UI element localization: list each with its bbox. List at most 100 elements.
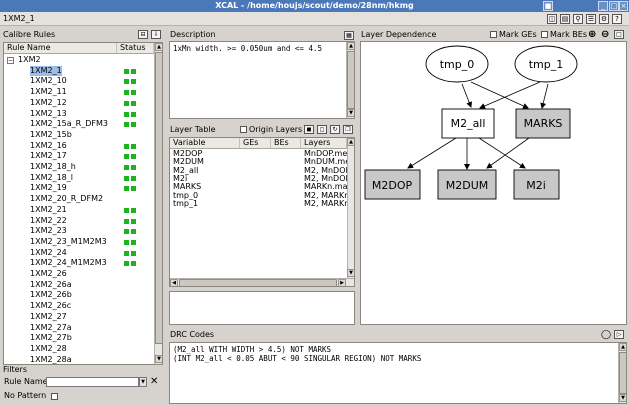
rule-row[interactable]: 1XM2_20_R_DFM2: [4, 194, 153, 205]
scroll-right-icon[interactable]: ▶: [338, 279, 346, 286]
document-icon[interactable]: ☰: [586, 14, 596, 24]
node-m2all[interactable]: [441, 108, 495, 139]
minimize-icon[interactable]: _: [598, 1, 608, 11]
rule-row[interactable]: 1XM2_24: [4, 248, 153, 259]
maximize-icon[interactable]: □: [609, 1, 619, 11]
col-rule-name[interactable]: Rule Name: [4, 43, 117, 54]
report-icon[interactable]: ▤: [560, 14, 570, 24]
rule-row[interactable]: 1XM2_17: [4, 151, 153, 162]
collapse-all-icon[interactable]: ◻: [317, 125, 327, 134]
refresh-icon[interactable]: ↻: [330, 125, 340, 134]
gear-icon[interactable]: ⚙: [599, 14, 609, 24]
lt-col-ges[interactable]: GEs: [240, 138, 271, 149]
rule-row[interactable]: 1XM2_18_l: [4, 173, 153, 184]
layer-table-hscroll-thumb[interactable]: [179, 279, 337, 286]
description-scroll-thumb[interactable]: [347, 51, 354, 109]
rule-row[interactable]: 1XM2_24_M1M2M3: [4, 258, 153, 269]
mark-ges-checkbox[interactable]: [490, 31, 497, 38]
close-icon[interactable]: ×: [619, 1, 628, 11]
scroll-down-icon[interactable]: ▼: [619, 394, 626, 402]
rule-row[interactable]: 1XM2_15b: [4, 130, 153, 141]
zoom-in-icon[interactable]: ⊕: [588, 29, 597, 40]
rule-row[interactable]: 1XM2_23: [4, 226, 153, 237]
rule-row[interactable]: 1XM2_11: [4, 87, 153, 98]
rule-row[interactable]: 1XM2_1: [4, 65, 153, 77]
expand-all-icon[interactable]: ◼: [304, 125, 314, 134]
tree-group-1xm2[interactable]: − 1XM2: [4, 55, 153, 66]
lt-col-bes[interactable]: BEs: [271, 138, 301, 149]
origin-layers-toggle[interactable]: Origin Layers: [240, 125, 302, 135]
rule-row[interactable]: 1XM2_26a: [4, 280, 153, 291]
scroll-down-icon[interactable]: ▼: [347, 269, 354, 277]
rule-row[interactable]: 1XM2_21: [4, 205, 153, 216]
copy-icon[interactable]: ❐: [343, 125, 353, 134]
rule-name-dropdown-icon[interactable]: ▼: [139, 377, 147, 387]
mark-bes-checkbox[interactable]: [541, 31, 548, 38]
scroll-up-icon[interactable]: ▲: [347, 138, 354, 146]
scroll-up-icon[interactable]: ▲: [155, 43, 162, 51]
fit-view-icon[interactable]: □: [614, 30, 624, 39]
drc-scrollbar[interactable]: ▲ ▼: [618, 343, 626, 403]
node-m2dop[interactable]: [364, 169, 421, 200]
rule-row[interactable]: 1XM2_27a: [4, 323, 153, 334]
layer-table-hscroll[interactable]: ◀ ▶: [170, 278, 354, 286]
node-m2i[interactable]: [513, 169, 560, 200]
node-marks[interactable]: [515, 108, 571, 139]
layer-table-vscroll[interactable]: ▲ ▼: [347, 138, 354, 278]
rule-row[interactable]: 1XM2_26b: [4, 290, 153, 301]
search-icon[interactable]: ⚲: [573, 14, 583, 24]
import-icon[interactable]: ⇩: [151, 30, 161, 39]
rule-row[interactable]: 1XM2_27: [4, 312, 153, 323]
mark-bes-toggle[interactable]: Mark BEs: [541, 30, 587, 40]
scroll-up-icon[interactable]: ▲: [347, 42, 354, 50]
clear-filter-icon[interactable]: ✕: [150, 376, 159, 387]
rule-row[interactable]: 1XM2_10: [4, 76, 153, 87]
scroll-left-icon[interactable]: ◀: [170, 279, 178, 286]
description-scrollbar[interactable]: ▲ ▼: [346, 42, 354, 118]
scroll-down-icon[interactable]: ▼: [155, 355, 162, 363]
collapse-icon[interactable]: ⊟: [138, 30, 148, 39]
rule-row[interactable]: 1XM2_19: [4, 183, 153, 194]
help-icon[interactable]: ?: [612, 14, 622, 24]
rule-row[interactable]: 1XM2_12: [4, 98, 153, 109]
origin-layers-checkbox[interactable]: [240, 126, 247, 133]
node-m2dum[interactable]: [437, 169, 497, 200]
open-file-icon[interactable]: ▷: [614, 330, 624, 339]
scroll-up-icon[interactable]: ▲: [619, 343, 626, 351]
rule-row[interactable]: 1XM2_26: [4, 269, 153, 280]
mark-ges-toggle[interactable]: Mark GEs: [490, 30, 537, 40]
node-tmp0[interactable]: [425, 45, 489, 83]
lt-col-variable[interactable]: Variable: [170, 138, 240, 149]
drc-codes-box[interactable]: (M2_all WITH WIDTH > 4.5) NOT MARKS (INT…: [169, 342, 627, 404]
image-icon[interactable]: ▦: [344, 31, 354, 40]
rule-row[interactable]: 1XM2_27b: [4, 333, 153, 344]
zoom-out-icon[interactable]: ⊖: [601, 29, 610, 40]
rule-row[interactable]: 1XM2_28: [4, 344, 153, 355]
col-status[interactable]: Status: [117, 43, 154, 54]
rule-row[interactable]: 1XM2_16: [4, 141, 153, 152]
rules-scroll-thumb[interactable]: [155, 52, 162, 344]
rule-row[interactable]: 1XM2_26c: [4, 301, 153, 312]
node-tmp1[interactable]: [514, 45, 578, 83]
drc-scroll-thumb[interactable]: [619, 352, 626, 394]
export-icon[interactable]: ◫: [547, 14, 557, 24]
no-pattern-checkbox[interactable]: [51, 393, 58, 400]
scroll-down-icon[interactable]: ▼: [347, 109, 354, 117]
tree-expander-icon[interactable]: −: [7, 57, 14, 64]
rule-name-input[interactable]: [46, 377, 139, 387]
rules-scrollbar[interactable]: ▲ ▼: [154, 43, 162, 364]
lt-col-layers[interactable]: Layers: [301, 138, 347, 149]
rule-row[interactable]: 1XM2_18_h: [4, 162, 153, 173]
rule-row[interactable]: 1XM2_15a_R_DFM3: [4, 119, 153, 130]
target-icon[interactable]: ◯: [601, 330, 612, 340]
rule-row[interactable]: 1XM2_13: [4, 109, 153, 120]
